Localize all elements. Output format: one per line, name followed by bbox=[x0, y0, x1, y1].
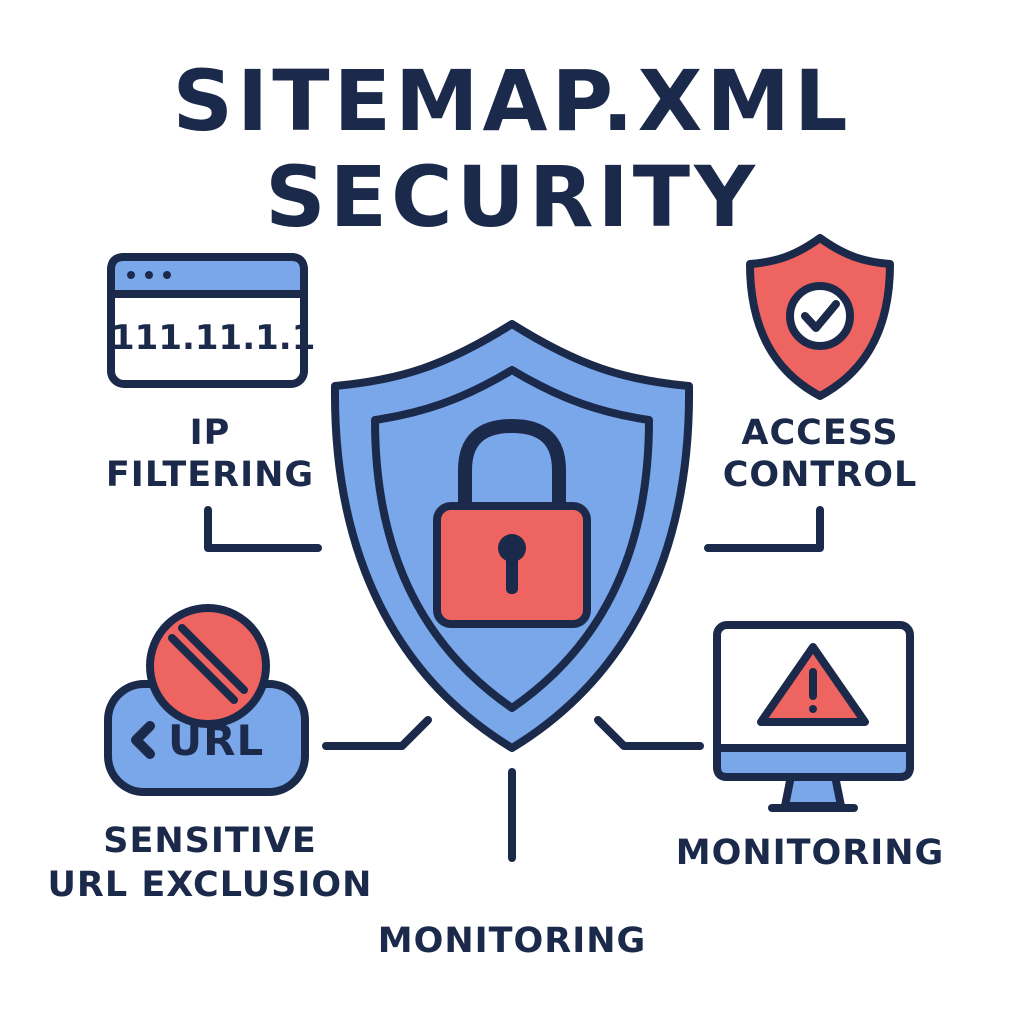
connector-access bbox=[704, 506, 824, 552]
padlock-icon bbox=[433, 419, 591, 628]
connector-ip bbox=[204, 506, 322, 552]
monitor-warning-icon bbox=[713, 621, 914, 812]
no-entry-icon bbox=[146, 604, 270, 728]
ip-filtering-label-line-2: FILTERING bbox=[105, 455, 315, 495]
sensitive-url-label-line-2: URL EXCLUSION bbox=[47, 865, 373, 905]
url-badge-text: URL bbox=[168, 716, 265, 765]
ip-address-text: 111.11.1.1 bbox=[111, 318, 316, 358]
monitoring-bottom-label: MONITORING bbox=[377, 921, 647, 961]
title-line-1: SITEMAP.XML bbox=[172, 52, 852, 150]
shield-check-icon bbox=[746, 234, 894, 400]
sensitive-url-label-line-1: SENSITIVE bbox=[103, 821, 317, 861]
url-badge-icon bbox=[104, 680, 309, 796]
title-line-2: SECURITY bbox=[265, 148, 759, 246]
monitoring-right-label: MONITORING bbox=[675, 833, 945, 873]
access-control-label-line-2: CONTROL bbox=[722, 455, 918, 495]
ip-filtering-label-line-1: IP bbox=[189, 413, 231, 453]
connector-url bbox=[322, 716, 432, 750]
browser-window-icon bbox=[107, 253, 308, 388]
connector-monitor-right bbox=[594, 716, 704, 750]
access-control-label-line-1: ACCESS bbox=[741, 413, 899, 453]
